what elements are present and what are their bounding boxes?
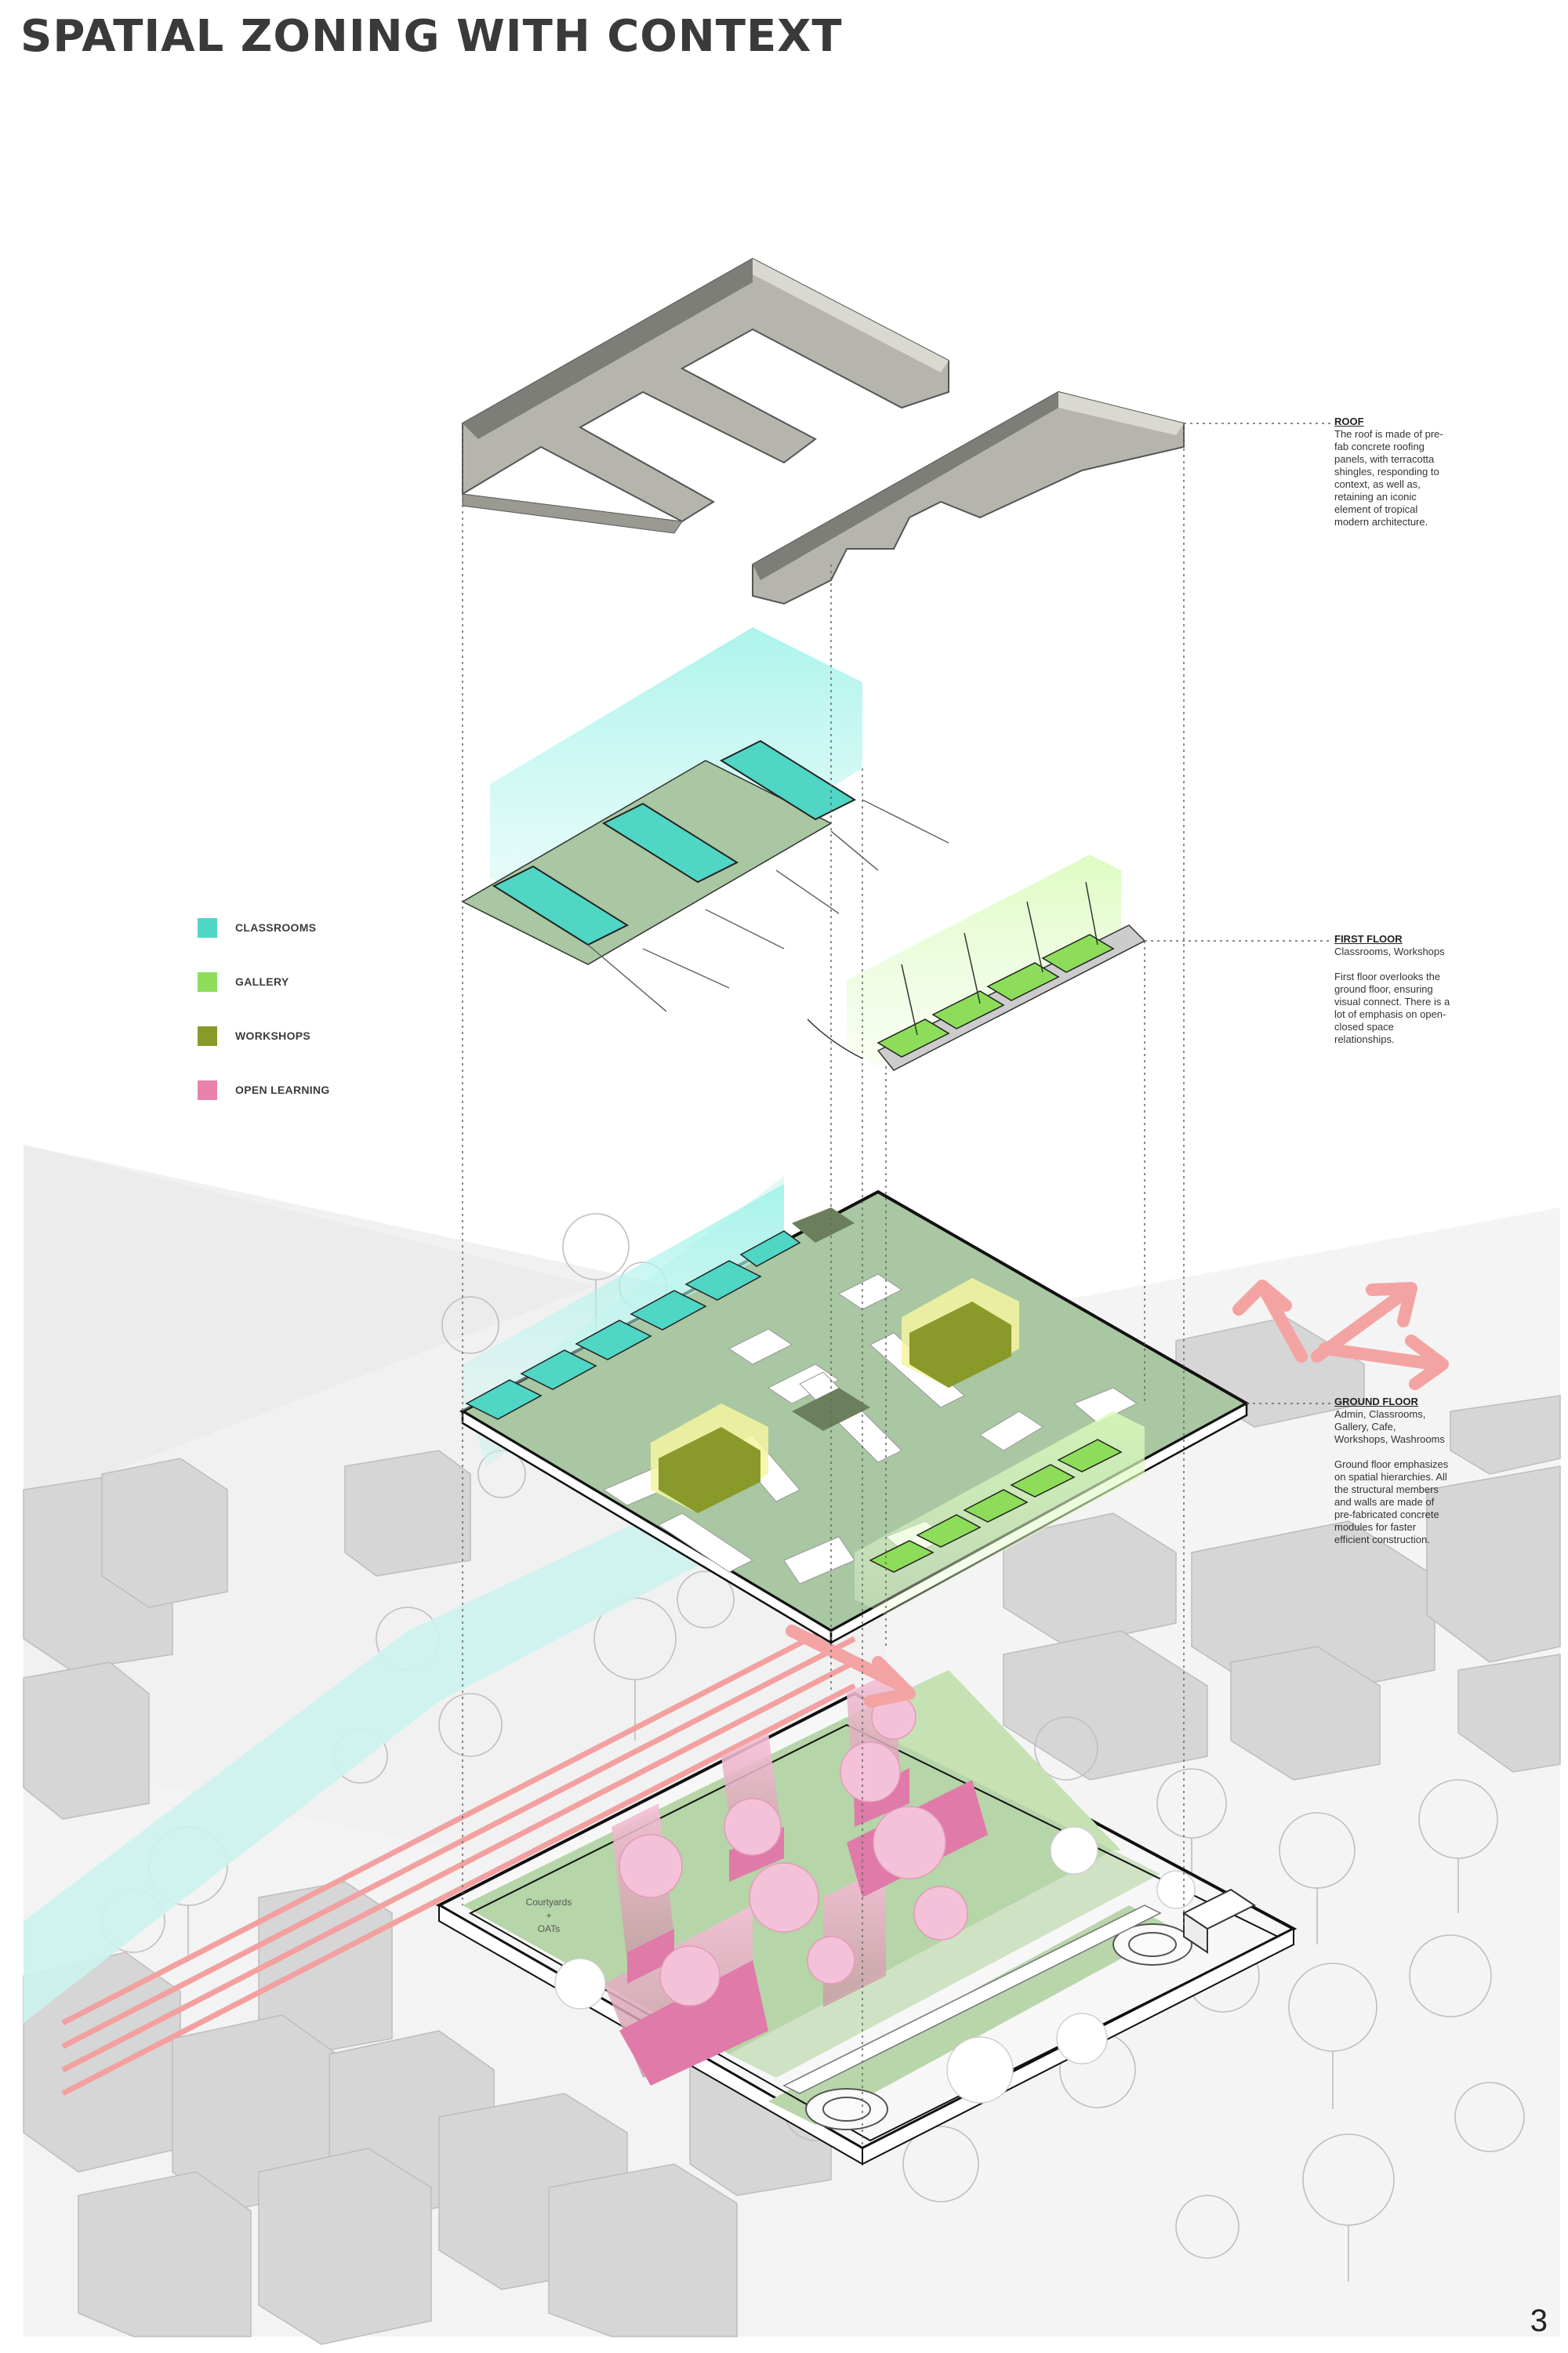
first-floor [461,627,1146,1071]
legend-item-workshops: WORKSHOPS [198,1022,330,1049]
legend-label: GALLERY [235,975,289,988]
first-floor-annotation-heading: FIRST FLOOR [1334,933,1403,945]
legend-label: OPEN LEARNING [235,1084,330,1096]
legend-label: WORKSHOPS [235,1029,311,1042]
legend-swatch-gallery [198,971,217,992]
legend-swatch-workshops [198,1026,217,1046]
legend-item-gallery: GALLERY [198,968,330,995]
site-plane: Courtyards + OATs [435,1670,1298,2166]
ground-floor-annotation-subheading: Admin, Classrooms, Gallery, Cafe, Worksh… [1334,1408,1445,1445]
legend-label: CLASSROOMS [235,921,317,934]
legend-item-open-learning: OPEN LEARNING [198,1077,330,1103]
legend: CLASSROOMS GALLERY WORKSHOPS OPEN LEARNI… [198,914,330,1131]
ground-floor-annotation-body: Ground floor emphasizes on spatial hiera… [1334,1458,1449,1545]
site-label-line3: OATs [538,1923,560,1934]
page-number: 3 [1530,2304,1548,2338]
roof-annotation-heading: ROOF [1334,416,1364,427]
roof [462,257,1185,605]
site-label-line2: + [546,1910,551,1921]
legend-swatch-classrooms [198,917,217,938]
legend-swatch-open-learning [198,1080,217,1100]
circulation-arrows [786,1280,1449,1708]
site-label-line1: Courtyards [526,1897,572,1908]
page-title: SPATIAL ZONING WITH CONTEXT [20,11,843,62]
ground-floor-annotation-heading: GROUND FLOOR [1334,1396,1418,1407]
first-floor-annotation: FIRST FLOOR Classrooms, Workshops First … [1334,933,1452,1046]
ground-floor-annotation: GROUND FLOOR Admin, Classrooms, Gallery,… [1334,1396,1452,1546]
ground-floor-plate [459,1184,1250,1645]
first-floor-annotation-subheading: Classrooms, Workshops [1334,946,1445,957]
first-floor-annotation-body: First floor overlooks the ground floor, … [1334,971,1450,1045]
roof-annotation-body: The roof is made of pre-fab concrete roo… [1334,428,1443,528]
projection-lines [462,423,1333,2148]
roof-annotation: ROOF The roof is made of pre-fab concret… [1334,416,1452,528]
legend-item-classrooms: CLASSROOMS [198,914,330,941]
